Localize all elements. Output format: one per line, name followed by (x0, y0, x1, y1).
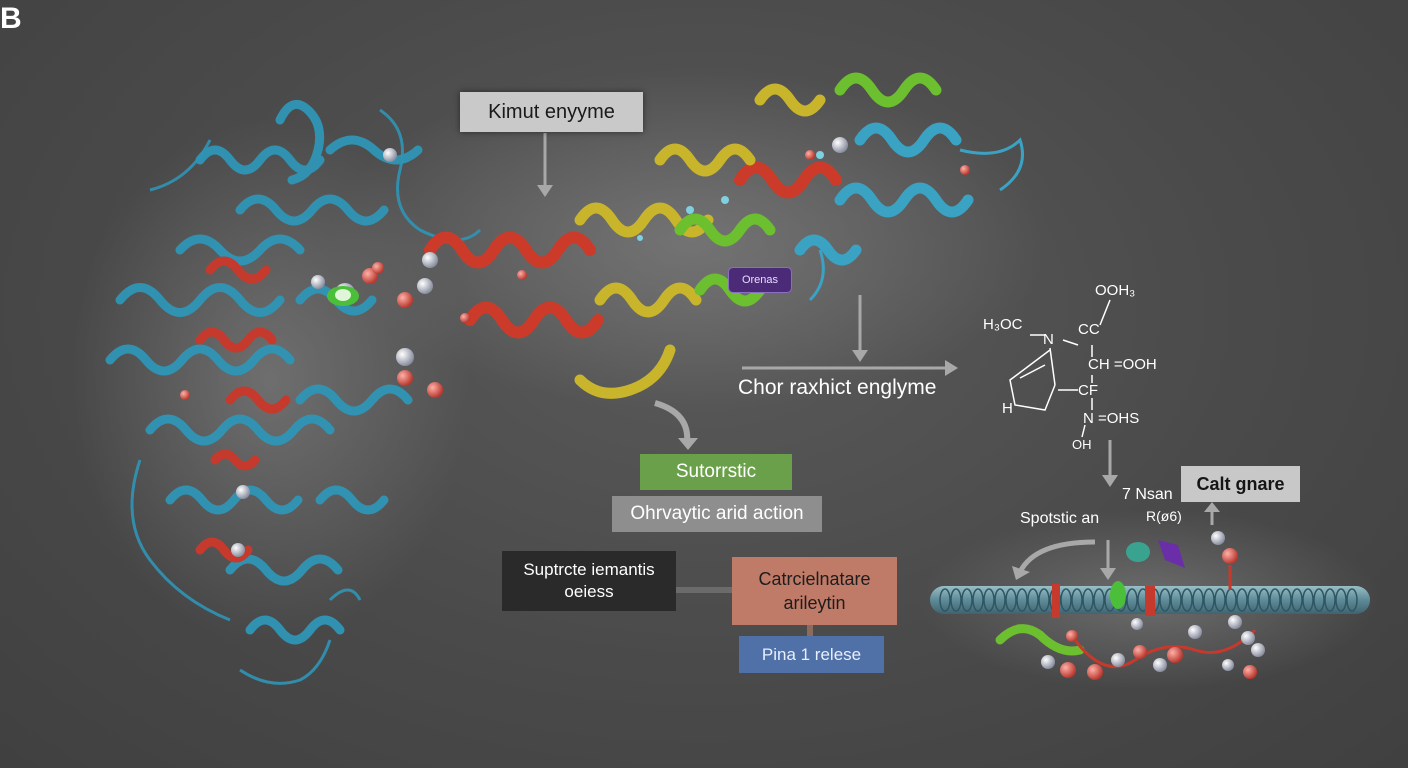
purple-tag: Orenas (728, 267, 792, 293)
chem-h: H (1002, 400, 1013, 417)
chem-oh: OH (1072, 437, 1092, 452)
membrane-ring (1181, 588, 1193, 612)
membrane-ring (1269, 588, 1281, 612)
membrane-ring (950, 588, 962, 612)
suptrcte-line2: oeiess (564, 582, 614, 601)
membrane-ring (1313, 588, 1325, 612)
membrane-ring (1071, 588, 1083, 612)
ohvaytic-box: Ohrvaytic arid action (612, 496, 822, 532)
chem-n-ohs: N =OHS (1083, 410, 1140, 427)
membrane-ring (1247, 588, 1259, 612)
chem-ooh3: OOH₃ (1095, 282, 1136, 299)
membrane-ring (1126, 588, 1138, 612)
pina-release-box: Pina 1 relese (739, 636, 884, 673)
membrane-ring (1093, 588, 1105, 612)
membrane-ring (983, 588, 995, 612)
chem-ch-ooh: CH =OOH (1088, 356, 1157, 373)
yellow-helix (574, 83, 826, 399)
red-helix-central (424, 161, 842, 339)
membrane-ring (1258, 588, 1270, 612)
panel-letter: B (0, 2, 22, 35)
membrane-ring (1280, 588, 1292, 612)
membrane-ring (1005, 588, 1017, 612)
nsan-label: 7 Nsan (1122, 486, 1173, 503)
membrane-ring (1291, 588, 1303, 612)
arrows (537, 133, 1220, 580)
blue-protein-domain (105, 99, 423, 645)
membrane-ring (1038, 588, 1050, 612)
membrane-ring (1060, 588, 1072, 612)
catrcio-line2: arileytin (783, 593, 846, 613)
membrane-ring (1324, 588, 1336, 612)
chem-cc: CC (1078, 321, 1100, 338)
sutorstic-box: Sutorrstic (640, 454, 792, 490)
membrane-ring (994, 588, 1006, 612)
membrane-ring (1192, 588, 1204, 612)
membrane-ring (1236, 588, 1248, 612)
membrane (930, 581, 1370, 618)
membrane-ring (1346, 588, 1358, 612)
membrane-ring (1170, 588, 1182, 612)
membrane-ring (1302, 588, 1314, 612)
chor-enzyme-label: Chor raxhict englyme (738, 376, 937, 399)
membrane-ring (1335, 588, 1347, 612)
membrane-ring (1016, 588, 1028, 612)
membrane-ring (1082, 588, 1094, 612)
membrane-ring (972, 588, 984, 612)
suptrcte-line1: Suptrcte iemantis (523, 560, 655, 579)
chem-cf: CF (1078, 382, 1098, 399)
membrane-ring (1214, 588, 1226, 612)
suptrcte-box: Suptrcte iemantis oeiess (502, 551, 676, 611)
membrane-ring (1027, 588, 1039, 612)
membrane-ring (1159, 588, 1171, 612)
kimut-enzyme-label: Kimut enyyme (460, 92, 643, 132)
membrane-ring (1203, 588, 1215, 612)
calt-gnare-box: Calt gnare (1181, 466, 1300, 502)
catrcio-box: Catrcielnatare arileytin (732, 557, 897, 625)
spotstic-label: Spotstic an (1020, 510, 1100, 527)
membrane-ring (939, 588, 951, 612)
green-ligand (327, 286, 359, 306)
blue-helix-right (794, 122, 974, 266)
chemical-structure (1009, 299, 1111, 438)
red-helix-left (195, 256, 291, 563)
membrane-ring (961, 588, 973, 612)
r-label: R(ø6) (1146, 508, 1182, 524)
catrcio-line1: Catrcielnatare (758, 569, 871, 589)
chem-n-top: N (1043, 331, 1054, 348)
bead-chain (995, 531, 1265, 680)
chem-h3oc: H₃OC (983, 316, 1023, 333)
